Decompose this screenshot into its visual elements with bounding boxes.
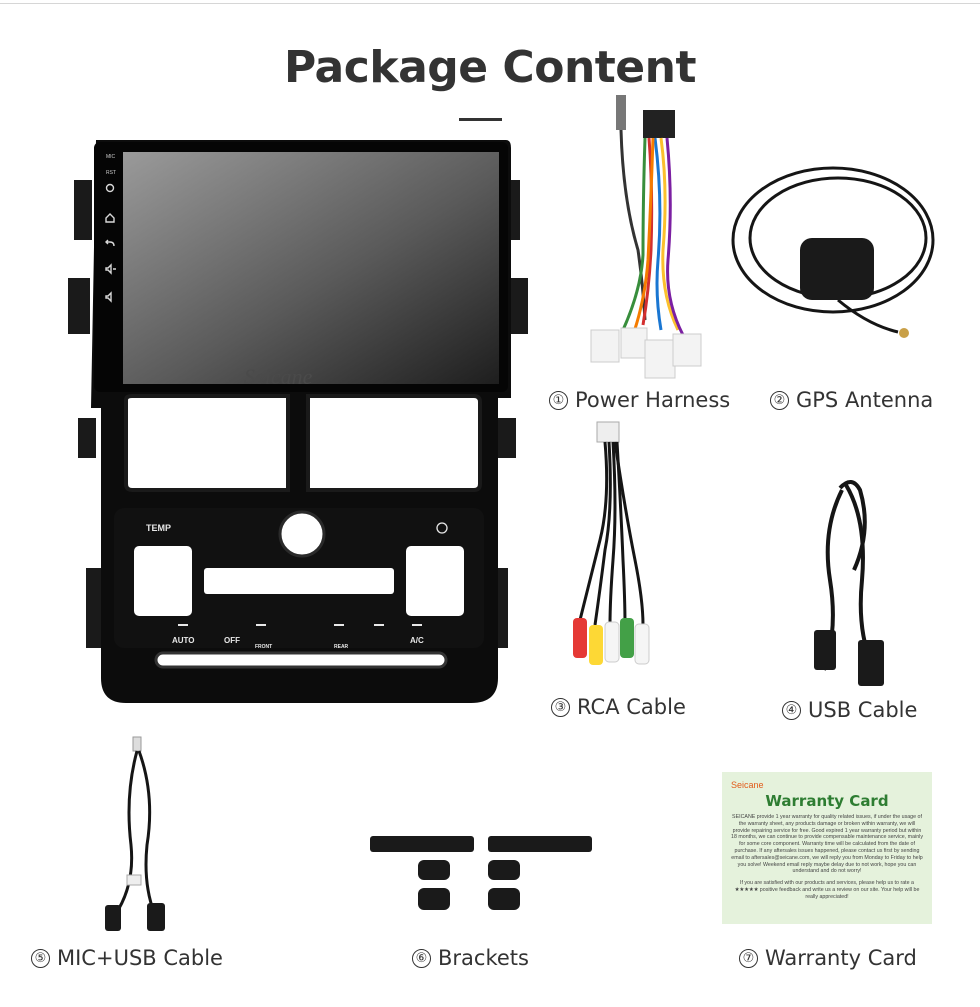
svg-text:OFF: OFF [224, 636, 240, 645]
power-icon [105, 183, 115, 193]
warranty-body: SEICANE provide 1 year warranty for qual… [731, 814, 923, 875]
brackets-image [370, 836, 592, 910]
svg-text:FRONT: FRONT [255, 644, 272, 650]
volume-up-icon [105, 263, 116, 275]
gps-antenna-image [731, 166, 935, 338]
svg-text:TEMP: TEMP [146, 523, 171, 533]
top-divider [0, 3, 980, 4]
seicane-watermark: Seicane [244, 364, 313, 389]
warranty-footer: If you are satisfied with our products a… [734, 880, 920, 900]
power-harness-image [590, 95, 702, 379]
warranty-card: Seicane Warranty Card SEICANE provide 1 … [722, 772, 932, 924]
warranty-title: Warranty Card [765, 792, 889, 810]
rca-cable-image [573, 421, 650, 665]
back-icon [105, 239, 115, 247]
mic-usb-cable-image [105, 736, 165, 931]
temp-knob [278, 510, 326, 558]
head-unit-image: Seicane MIC RST TEMP AUTO OFF FRONT REAR… [68, 140, 528, 703]
svg-text:RST: RST [106, 170, 116, 176]
fan-icon [436, 522, 448, 534]
volume-down-icon [105, 291, 112, 303]
page-title: Package Content [283, 42, 697, 93]
svg-text:MIC: MIC [106, 154, 116, 160]
svg-text:A/C: A/C [410, 636, 424, 645]
svg-text:AUTO: AUTO [172, 636, 195, 645]
svg-text:REAR: REAR [334, 644, 349, 650]
usb-cable-image [814, 480, 884, 686]
title-underline [459, 118, 502, 121]
warranty-brand: Seicane [731, 780, 764, 790]
home-icon [105, 213, 115, 223]
